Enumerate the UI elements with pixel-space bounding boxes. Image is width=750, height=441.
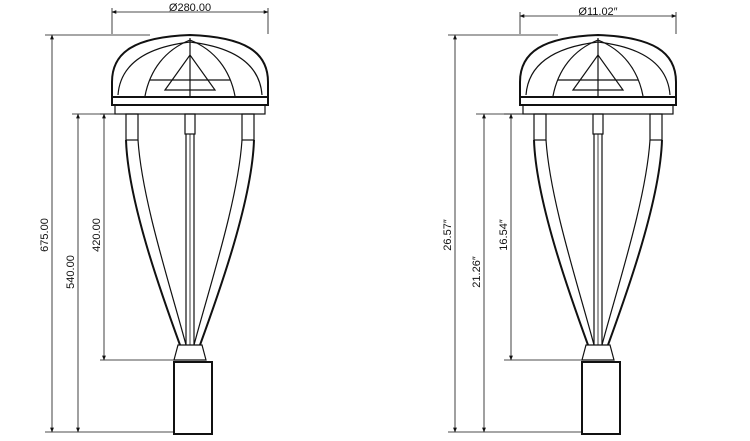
arm-height-dimension: 16.54″ bbox=[498, 113, 582, 361]
total-height-label: 26.57″ bbox=[442, 219, 454, 251]
base-post bbox=[581, 361, 621, 435]
lamp-head bbox=[111, 33, 269, 115]
support-arms bbox=[533, 113, 663, 361]
base-post bbox=[173, 361, 213, 435]
total-height-label: 675.00 bbox=[39, 218, 51, 252]
diameter-label: Ø280.00 bbox=[169, 2, 211, 14]
pole-height-label: 21.26″ bbox=[471, 256, 483, 288]
diameter-label: Ø11.02″ bbox=[578, 6, 617, 18]
pole-height-dimension: 540.00 bbox=[65, 113, 126, 433]
arm-height-label: 420.00 bbox=[91, 218, 103, 252]
diameter-dimension: Ø280.00 bbox=[111, 2, 269, 34]
metric-view: Ø280.00 675.00 540.00 420.00 bbox=[39, 2, 269, 435]
diameter-dimension: Ø11.02″ bbox=[519, 6, 677, 34]
imperial-view: Ø11.02″ 26.57″ 21.26″ 16.54″ bbox=[442, 6, 677, 435]
total-height-dimension: 26.57″ bbox=[442, 34, 582, 433]
lamp-head bbox=[519, 33, 677, 115]
support-arms bbox=[125, 113, 255, 361]
total-height-dimension: 675.00 bbox=[39, 34, 174, 433]
arm-height-dimension: 420.00 bbox=[91, 113, 174, 361]
pole-height-dimension: 21.26″ bbox=[471, 113, 534, 433]
arm-height-label: 16.54″ bbox=[498, 219, 510, 251]
pole-height-label: 540.00 bbox=[65, 255, 77, 289]
